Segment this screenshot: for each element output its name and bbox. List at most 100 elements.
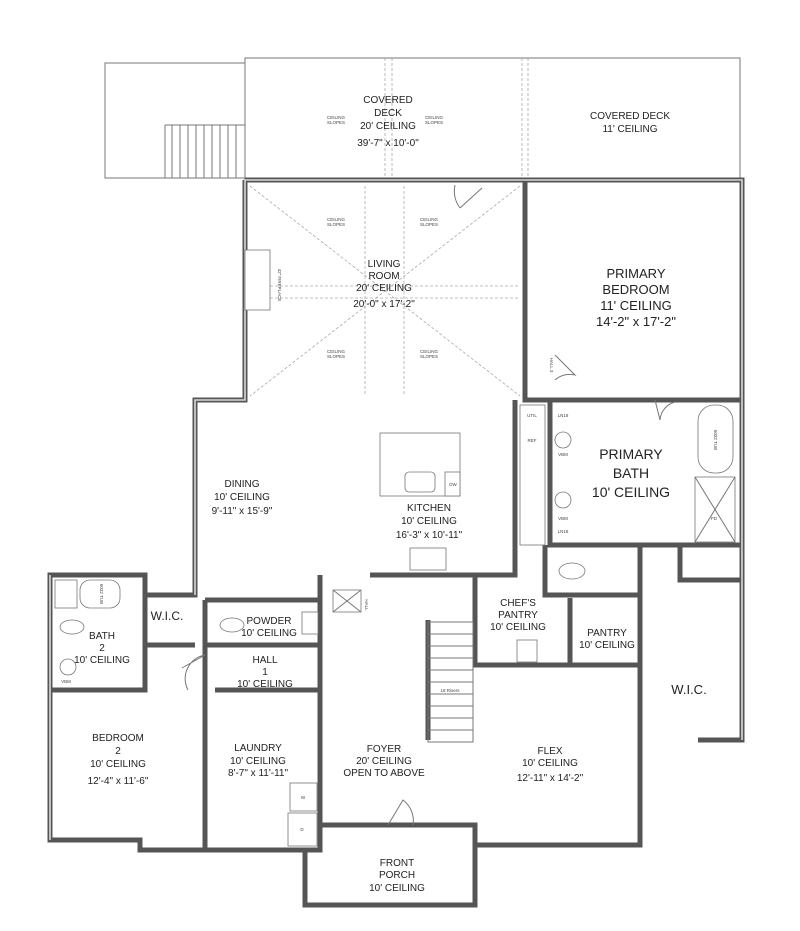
svg-text:DINING: DINING [225, 479, 260, 490]
ceiling-slope-lines [249, 185, 521, 397]
svg-text:SLOPES: SLOPES [327, 354, 345, 359]
svg-text:FOYER: FOYER [367, 744, 401, 755]
hall-label: HALL [364, 599, 369, 611]
washer-label: W [301, 795, 306, 800]
fireplace-note: 42" FIREPLACE [277, 269, 282, 302]
svg-text:1: 1 [262, 667, 268, 678]
svg-text:COVERED DECK: COVERED DECK [590, 111, 670, 122]
svg-text:COVERED: COVERED [363, 95, 412, 106]
svg-text:12'-11" x 14'-2": 12'-11" x 14'-2" [517, 773, 584, 784]
room-primary-bedroom: PRIMARY BEDROOM 11' CEILING 14'-2" x 17'… [596, 266, 676, 329]
ceiling-slopes-note: CEILING [420, 349, 439, 354]
svg-text:9'-11" x 15'-9": 9'-11" x 15'-9" [212, 506, 273, 517]
vbm-label: VBM [558, 452, 568, 457]
dryer-label: D [300, 827, 304, 832]
svg-text:16'-3" x 10'-11": 16'-3" x 10'-11" [396, 530, 463, 541]
room-hall-1: HALL 1 10' CEILING [237, 655, 293, 690]
svg-text:10' CEILING: 10' CEILING [401, 516, 457, 527]
room-kitchen: KITCHEN 10' CEILING 16'-3" x 10'-11" [396, 503, 463, 541]
ceiling-slopes-note: CEILING [420, 217, 439, 222]
svg-text:HALL: HALL [252, 655, 277, 666]
room-chefs-pantry: CHEF'S PANTRY 10' CEILING [490, 598, 546, 633]
tub-note: 6032 TUB [99, 584, 104, 604]
toilet-icon [219, 617, 245, 633]
svg-text:10' CEILING: 10' CEILING [522, 758, 578, 769]
svg-text:BATH: BATH [613, 465, 649, 481]
svg-text:2: 2 [99, 643, 105, 654]
svg-text:FRONT: FRONT [380, 858, 414, 869]
room-living-room: LIVING ROOM 20' CEILING 20'-0" x 17'-2" [353, 259, 415, 310]
room-laundry: LAUNDRY 10' CEILING 8'-7" x 11'-11" [228, 743, 288, 779]
fixtures [54, 249, 736, 847]
svg-text:10' CEILING: 10' CEILING [579, 640, 635, 651]
tub-note: 6032 TUB [713, 430, 718, 450]
svg-text:10' CEILING: 10' CEILING [237, 679, 293, 690]
risers-note: 18 Risers [440, 688, 460, 693]
room-wic-primary: W.I.C. [671, 682, 706, 697]
svg-text:BEDROOM: BEDROOM [602, 282, 669, 297]
room-covered-deck-20: COVERED DECK 20' CEILING 39'-7" x 10'-0" [357, 95, 419, 149]
cooktop-icon [409, 547, 447, 571]
sink-icon [554, 431, 572, 449]
fireplace-icon [244, 249, 271, 311]
svg-text:14'-2" x 17'-2": 14'-2" x 17'-2" [596, 314, 676, 329]
sink-icon [554, 491, 572, 509]
kitchen-sink-icon [404, 471, 436, 493]
room-front-porch: FRONT PORCH 10' CEILING [369, 858, 425, 894]
svg-text:PRIMARY: PRIMARY [607, 266, 666, 281]
room-foyer: FOYER 20' CEILING OPEN TO ABOVE [343, 744, 425, 779]
svg-text:10' CEILING: 10' CEILING [74, 655, 130, 666]
room-bedroom-2: BEDROOM 2 10' CEILING 12'-4" x 11'-6" [88, 733, 149, 787]
bathtub-icon [697, 404, 734, 474]
svg-text:PANTRY: PANTRY [587, 628, 627, 639]
ref-label: REF [528, 438, 537, 443]
room-powder: POWDER 10' CEILING [241, 616, 297, 639]
svg-text:PANTRY: PANTRY [498, 610, 538, 621]
svg-text:PRIMARY: PRIMARY [599, 446, 663, 462]
svg-text:KITCHEN: KITCHEN [407, 503, 451, 514]
sink-icon [59, 658, 77, 676]
bathtub-icon [79, 579, 121, 609]
linen-label: LN18 [558, 413, 569, 418]
room-labels: COVERED DECK 20' CEILING 39'-7" x 10'-0"… [74, 95, 707, 894]
svg-text:ROOM: ROOM [368, 271, 399, 282]
annotations: CEILING SLOPES CEILING SLOPES CEILING SL… [61, 115, 718, 832]
floor-drain-label: FD [711, 516, 718, 521]
svg-text:10' CEILING: 10' CEILING [592, 484, 670, 500]
svg-text:10' CEILING: 10' CEILING [490, 622, 546, 633]
toilet-icon [558, 562, 586, 580]
room-primary-bath: PRIMARY BATH 10' CEILING [592, 446, 670, 500]
svg-text:10' CEILING: 10' CEILING [230, 756, 286, 767]
svg-text:BEDROOM: BEDROOM [92, 733, 144, 744]
svg-text:CHEF'S: CHEF'S [500, 598, 536, 609]
svg-text:SLOPES: SLOPES [327, 222, 345, 227]
svg-text:OPEN TO ABOVE: OPEN TO ABOVE [343, 768, 425, 779]
svg-text:POWDER: POWDER [247, 616, 292, 627]
room-dining: DINING 10' CEILING 9'-11" x 15'-9" [212, 479, 273, 517]
svg-text:20' CEILING: 20' CEILING [356, 283, 412, 294]
hall-3-label: HALL 3 [549, 358, 554, 373]
shower-icon [54, 579, 78, 609]
room-bath-2: BATH 2 10' CEILING [74, 631, 130, 666]
svg-text:8'-7" x 11'-11": 8'-7" x 11'-11" [228, 768, 288, 779]
svg-text:SLOPES: SLOPES [420, 222, 438, 227]
svg-text:20'-0" x 17'-2": 20'-0" x 17'-2" [353, 299, 415, 310]
svg-text:W.I.C.: W.I.C. [151, 609, 184, 623]
svg-text:LAUNDRY: LAUNDRY [234, 743, 282, 754]
svg-text:10' CEILING: 10' CEILING [241, 628, 297, 639]
room-flex: FLEX 10' CEILING 12'-11" x 14'-2" [517, 746, 584, 784]
svg-text:W.I.C.: W.I.C. [671, 682, 706, 697]
linen-label: LN18 [558, 529, 569, 534]
toilet-icon [59, 619, 85, 635]
dishwasher-icon [444, 471, 461, 497]
svg-text:SLOPES: SLOPES [420, 354, 438, 359]
interior-stairs [427, 621, 474, 743]
svg-text:PORCH: PORCH [379, 870, 415, 881]
ceiling-slopes-note: CEILING [327, 349, 346, 354]
svg-text:SLOPES: SLOPES [425, 120, 443, 125]
svg-text:20' CEILING: 20' CEILING [360, 121, 416, 132]
ceiling-slopes-note: CEILING [327, 115, 346, 120]
svg-text:SLOPES: SLOPES [327, 120, 345, 125]
room-wic-bedroom-2: W.I.C. [151, 609, 184, 623]
svg-text:10' CEILING: 10' CEILING [214, 492, 270, 503]
